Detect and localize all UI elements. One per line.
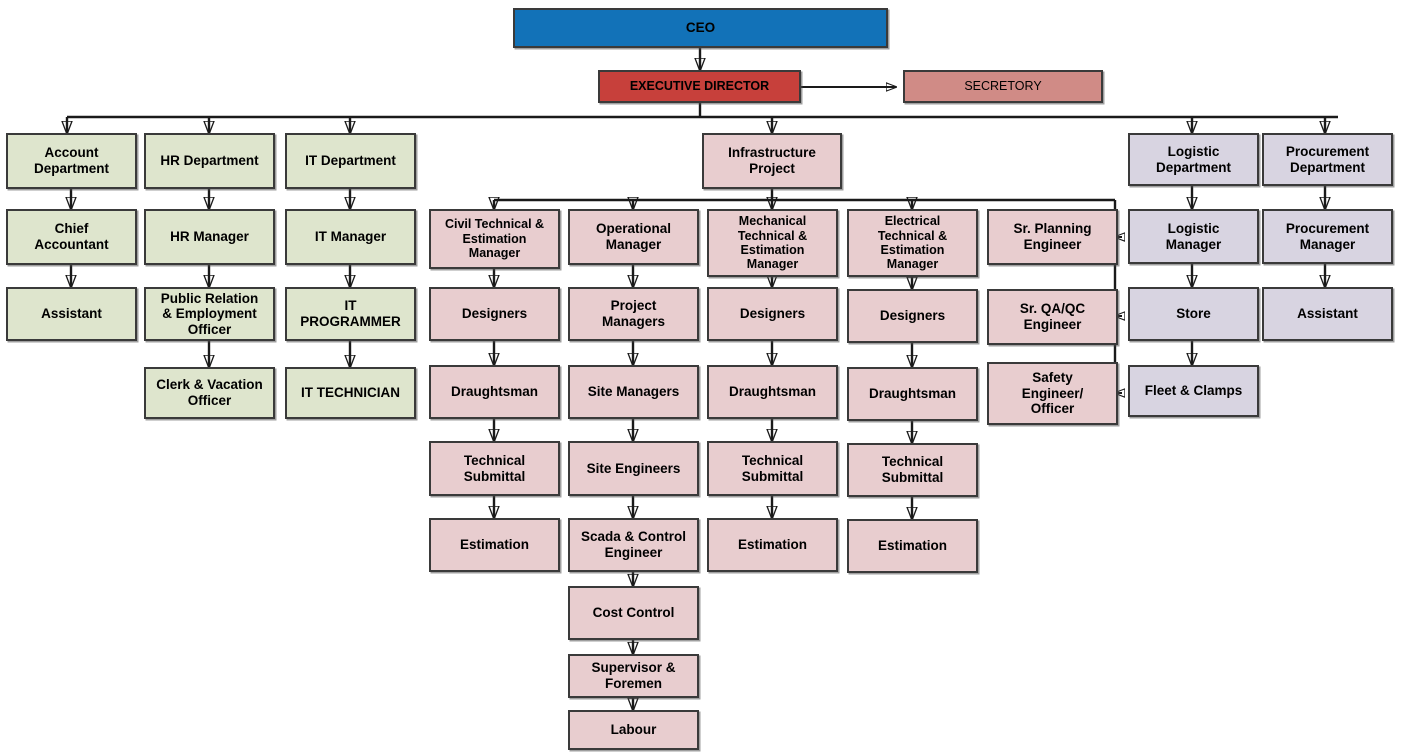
- node-logistic-department[interactable]: Logistic Department: [1128, 133, 1259, 186]
- node-it-programmer-label: IT PROGRAMMER: [300, 298, 401, 329]
- node-it-technician-label: IT TECHNICIAN: [301, 385, 400, 401]
- node-civil-technical-submittal-label: Technical Submittal: [463, 452, 526, 484]
- node-civil-designers[interactable]: Designers: [429, 287, 560, 341]
- node-electrical-manager-label: Electrical Technical & Estimation Manage…: [877, 214, 948, 272]
- node-site-engineers[interactable]: Site Engineers: [568, 441, 699, 496]
- node-electrical-draughtsman[interactable]: Draughtsman: [847, 367, 978, 421]
- node-it-department-label: IT Department: [305, 153, 396, 169]
- node-it-manager[interactable]: IT Manager: [285, 209, 416, 265]
- node-secretory-label: SECRETORY: [964, 79, 1042, 94]
- node-electrical-designers[interactable]: Designers: [847, 289, 978, 343]
- node-procurement-department[interactable]: Procurement Department: [1262, 133, 1393, 186]
- node-civil-draughtsman-label: Draughtsman: [450, 384, 538, 400]
- node-procurement-manager-label: Procurement Manager: [1285, 220, 1370, 252]
- node-ceo[interactable]: CEO: [513, 8, 888, 48]
- node-it-manager-label: IT Manager: [314, 229, 387, 245]
- node-civil-technical-submittal[interactable]: Technical Submittal: [429, 441, 560, 496]
- node-electrical-estimation-label: Estimation: [877, 538, 947, 554]
- node-logistic-department-label: Logistic Department: [1155, 143, 1231, 175]
- node-hr-department-label: HR Department: [160, 153, 259, 169]
- node-site-managers[interactable]: Site Managers: [568, 365, 699, 419]
- node-mechanical-designers[interactable]: Designers: [707, 287, 838, 341]
- node-account-assistant-label: Assistant: [41, 306, 102, 322]
- node-logistic-manager[interactable]: Logistic Manager: [1128, 209, 1259, 264]
- node-mechanical-draughtsman[interactable]: Draughtsman: [707, 365, 838, 419]
- node-infrastructure-project-label: Infrastructure Project: [728, 145, 816, 176]
- node-project-managers-label: Project Managers: [601, 298, 666, 329]
- node-site-engineers-label: Site Engineers: [586, 460, 681, 476]
- node-civil-designers-label: Designers: [461, 306, 528, 322]
- node-safety-engineer-officer-label: Safety Engineer/ Officer: [1021, 370, 1084, 417]
- node-mechanical-technical-submittal[interactable]: Technical Submittal: [707, 441, 838, 496]
- node-labour[interactable]: Labour: [568, 710, 699, 750]
- node-mechanical-manager[interactable]: Mechanical Technical & Estimation Manage…: [707, 209, 838, 277]
- node-clerk-vacation-officer-label: Clerk & Vacation Officer: [156, 377, 263, 408]
- node-scada-control-engineer-label: Scada & Control Engineer: [580, 529, 686, 560]
- node-scada-control-engineer[interactable]: Scada & Control Engineer: [568, 518, 699, 572]
- node-ceo-label: CEO: [685, 20, 716, 36]
- node-chief-accountant[interactable]: Chief Accountant: [6, 209, 137, 265]
- node-procurement-manager[interactable]: Procurement Manager: [1262, 209, 1393, 264]
- node-it-technician[interactable]: IT TECHNICIAN: [285, 367, 416, 419]
- node-operational-manager[interactable]: Operational Manager: [568, 209, 699, 265]
- node-sr-qaqc-engineer-label: Sr. QA/QC Engineer: [1019, 301, 1086, 332]
- node-electrical-technical-submittal[interactable]: Technical Submittal: [847, 443, 978, 497]
- node-fleet-clamps[interactable]: Fleet & Clamps: [1128, 365, 1259, 417]
- node-electrical-designers-label: Designers: [879, 308, 946, 324]
- node-electrical-technical-submittal-label: Technical Submittal: [881, 454, 944, 485]
- node-it-department[interactable]: IT Department: [285, 133, 416, 189]
- node-procurement-assistant-label: Assistant: [1297, 306, 1358, 322]
- node-store-label: Store: [1176, 306, 1211, 322]
- node-civil-estimation[interactable]: Estimation: [429, 518, 560, 572]
- node-account-department[interactable]: Account Department: [6, 133, 137, 189]
- node-supervisor-foremen[interactable]: Supervisor & Foremen: [568, 654, 699, 698]
- node-mechanical-estimation-label: Estimation: [737, 537, 807, 553]
- node-electrical-estimation[interactable]: Estimation: [847, 519, 978, 573]
- node-clerk-vacation-officer[interactable]: Clerk & Vacation Officer: [144, 367, 275, 419]
- node-cost-control-label: Cost Control: [592, 605, 675, 621]
- node-supervisor-foremen-label: Supervisor & Foremen: [591, 660, 676, 691]
- node-site-managers-label: Site Managers: [587, 384, 680, 400]
- node-mechanical-technical-submittal-label: Technical Submittal: [741, 452, 804, 484]
- node-labour-label: Labour: [610, 722, 657, 738]
- node-procurement-department-label: Procurement Department: [1285, 143, 1370, 175]
- node-safety-engineer-officer[interactable]: Safety Engineer/ Officer: [987, 362, 1118, 425]
- node-fleet-clamps-label: Fleet & Clamps: [1144, 383, 1243, 399]
- node-electrical-draughtsman-label: Draughtsman: [868, 386, 956, 402]
- node-it-programmer[interactable]: IT PROGRAMMER: [285, 287, 416, 341]
- node-executive-director[interactable]: EXECUTIVE DIRECTOR: [598, 70, 801, 103]
- node-mechanical-designers-label: Designers: [739, 306, 806, 322]
- node-operational-manager-label: Operational Manager: [595, 221, 671, 252]
- node-account-department-label: Account Department: [33, 145, 109, 176]
- node-mechanical-estimation[interactable]: Estimation: [707, 518, 838, 572]
- node-mechanical-draughtsman-label: Draughtsman: [728, 384, 816, 400]
- node-sr-qaqc-engineer[interactable]: Sr. QA/QC Engineer: [987, 289, 1118, 345]
- node-logistic-manager-label: Logistic Manager: [1165, 220, 1222, 252]
- node-cost-control[interactable]: Cost Control: [568, 586, 699, 640]
- node-public-relation-officer[interactable]: Public Relation & Employment Officer: [144, 287, 275, 341]
- node-hr-manager[interactable]: HR Manager: [144, 209, 275, 265]
- node-chief-accountant-label: Chief Accountant: [34, 221, 109, 252]
- node-mechanical-manager-label: Mechanical Technical & Estimation Manage…: [737, 214, 808, 272]
- node-civil-draughtsman[interactable]: Draughtsman: [429, 365, 560, 419]
- node-civil-manager-label: Civil Technical & Estimation Manager: [444, 217, 545, 261]
- node-sr-planning-engineer-label: Sr. Planning Engineer: [1013, 221, 1092, 252]
- node-electrical-manager[interactable]: Electrical Technical & Estimation Manage…: [847, 209, 978, 277]
- node-civil-manager[interactable]: Civil Technical & Estimation Manager: [429, 209, 560, 269]
- node-store[interactable]: Store: [1128, 287, 1259, 341]
- node-civil-estimation-label: Estimation: [459, 537, 529, 553]
- node-account-assistant[interactable]: Assistant: [6, 287, 137, 341]
- node-project-managers[interactable]: Project Managers: [568, 287, 699, 341]
- node-sr-planning-engineer[interactable]: Sr. Planning Engineer: [987, 209, 1118, 265]
- node-procurement-assistant[interactable]: Assistant: [1262, 287, 1393, 341]
- node-infrastructure-project[interactable]: Infrastructure Project: [702, 133, 842, 189]
- node-hr-manager-label: HR Manager: [170, 229, 249, 245]
- node-secretory[interactable]: SECRETORY: [903, 70, 1103, 103]
- node-executive-director-label: EXECUTIVE DIRECTOR: [629, 79, 770, 94]
- node-hr-department[interactable]: HR Department: [144, 133, 275, 189]
- node-public-relation-officer-label: Public Relation & Employment Officer: [160, 290, 259, 337]
